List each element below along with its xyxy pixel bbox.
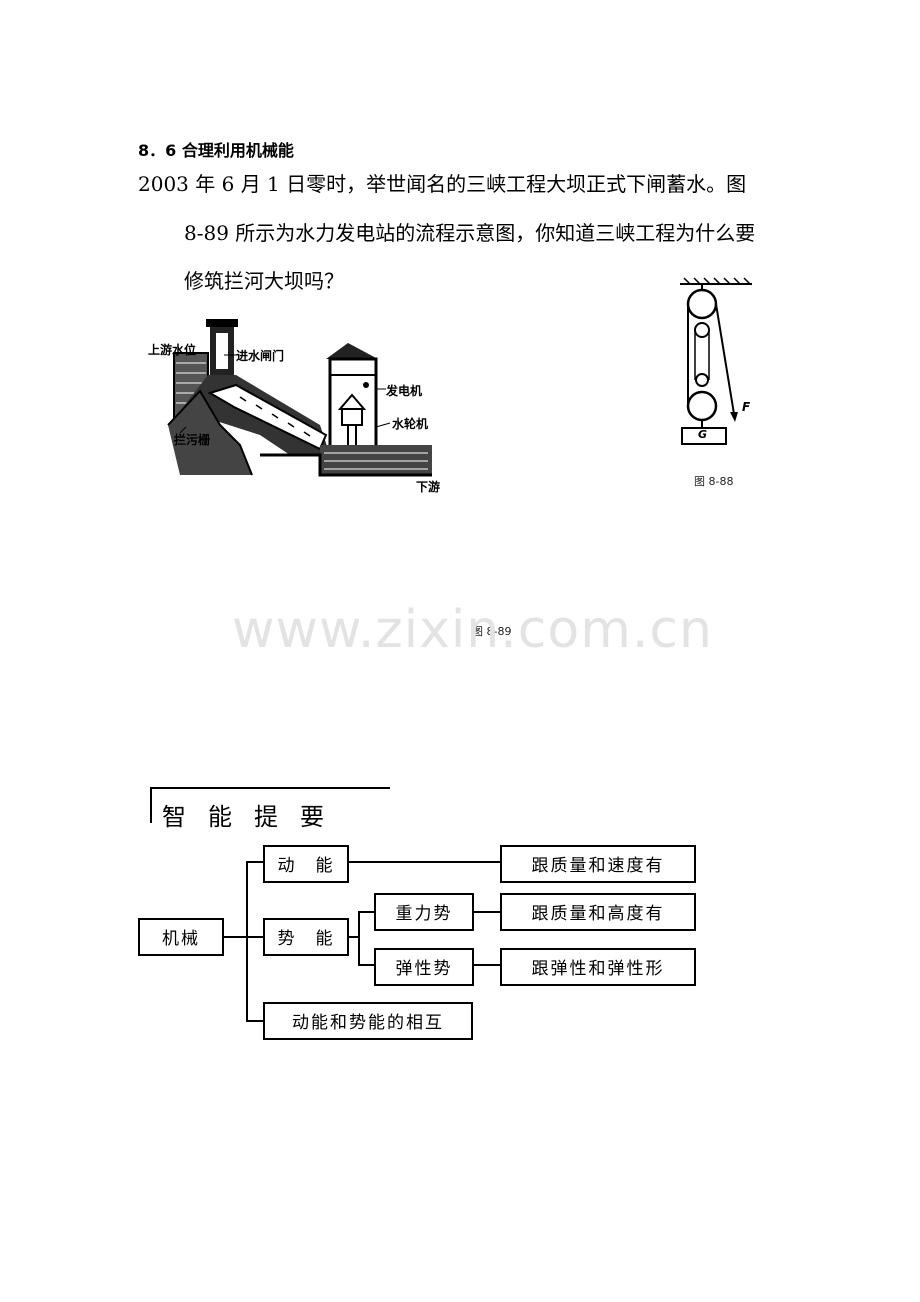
question-line-2: 8-89 所示为水力发电站的流程示意图，你知道三峡工程为什么要	[184, 221, 756, 245]
connector	[358, 911, 375, 913]
box-kinetic-factor: 跟质量和速度有	[500, 845, 696, 883]
box-kinetic-label: 动 能	[277, 856, 335, 876]
watermark: www.zixin.com.cn	[232, 600, 713, 660]
hydropower-drawing	[167, 319, 432, 477]
box-potential-label: 势 能	[277, 929, 335, 949]
label-intake-gate: 进水闸门	[236, 349, 285, 363]
box-elastic-factor: 跟弹性和弹性形	[500, 948, 696, 986]
summary-rule-top	[150, 787, 390, 789]
label-generator: 发电机	[386, 384, 423, 398]
question-line-1: 2003 年 6 月 1 日零时，举世闻名的三峡工程大坝正式下闸蓄水。图	[138, 172, 747, 196]
label-trash-rack: 拦污栅	[174, 433, 211, 447]
box-conversion-label: 动能和势能的相互	[292, 1013, 444, 1033]
pulley-diagram: F G	[668, 276, 764, 448]
box-conversion: 动能和势能的相互	[263, 1002, 473, 1040]
summary-title: 智能提要	[162, 803, 346, 831]
connector	[358, 911, 360, 966]
dam-caption: 图 8-89	[472, 625, 512, 638]
connector	[246, 861, 248, 1022]
question-line-3: 修筑拦河大坝吗？	[184, 269, 344, 293]
hydropower-diagram: 上游水位 进水闸门 发电机 水轮机 拦污栅 下游	[140, 315, 470, 500]
connector	[358, 964, 375, 966]
connector	[348, 861, 501, 863]
box-root: 机械	[138, 918, 224, 956]
label-downstream: 下游	[416, 480, 441, 494]
pulley-drawing	[680, 277, 752, 445]
box-gravity-factor: 跟质量和高度有	[500, 893, 696, 931]
connector	[222, 936, 248, 938]
connector	[246, 861, 264, 863]
summary-rule-left	[150, 787, 152, 823]
section-heading: 8．6 合理利用机械能	[138, 141, 294, 160]
box-gravitational: 重力势	[374, 893, 474, 931]
box-root-label: 机械	[162, 929, 200, 949]
pulley-caption: 图 8-88	[694, 475, 734, 488]
connector	[473, 911, 501, 913]
connector	[348, 936, 360, 938]
box-kinetic: 动 能	[263, 845, 349, 883]
weight-label: G	[698, 428, 708, 441]
box-elastic-factor-label: 跟弹性和弹性形	[531, 959, 665, 979]
box-gravity-factor-label: 跟质量和高度有	[531, 904, 665, 924]
label-turbine: 水轮机	[392, 417, 429, 431]
connector	[246, 1020, 264, 1022]
label-upstream-level: 上游水位	[148, 343, 197, 357]
box-potential: 势 能	[263, 918, 349, 956]
box-kinetic-factor-label: 跟质量和速度有	[531, 856, 665, 876]
box-elastic-label: 弹性势	[395, 959, 453, 979]
box-elastic: 弹性势	[374, 948, 474, 986]
connector	[246, 936, 264, 938]
connector	[473, 964, 501, 966]
box-gravitational-label: 重力势	[395, 904, 453, 924]
force-label: F	[742, 400, 751, 414]
